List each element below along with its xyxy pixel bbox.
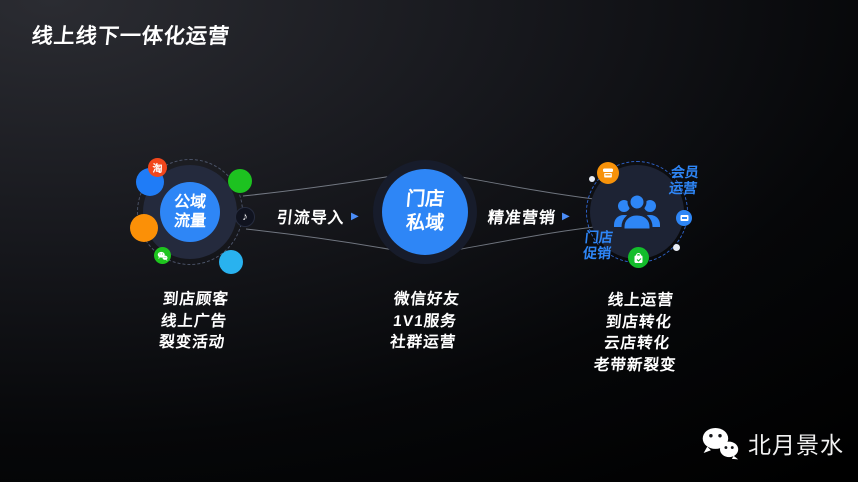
badge-member-operation-line2: 运营 [668, 180, 698, 196]
arrow-right-pointer-icon: ▶ [351, 210, 360, 222]
wechat-bubbles-icon [157, 251, 168, 260]
bullet-item: 微信好友 [393, 291, 461, 308]
store-private-bullets: 微信好友 1V1服务 社群运营 [352, 289, 498, 354]
arrow-traffic-import: 引流导入 ▶ [275, 204, 360, 228]
arrow-traffic-import-label: 引流导入 [275, 210, 346, 227]
bag-icon [634, 252, 643, 263]
badge-member-operation: 会员 运营 [662, 164, 705, 196]
store-icon [597, 162, 619, 184]
bullet-item: 1V1服务 [392, 312, 458, 330]
public-traffic-bullets: 到店顾客 线上广告 裂变活动 [121, 289, 267, 354]
watermark-text: 北月景水 [748, 432, 844, 458]
store-private-label-line1: 门店 [405, 189, 445, 210]
taobao-icon: 淘 [148, 158, 167, 177]
arrow-right-pointer-icon: ▶ [562, 210, 571, 222]
channel-dot-orange [130, 214, 158, 242]
bullet-item: 裂变活动 [158, 334, 226, 351]
channel-dot-cyan [219, 250, 243, 274]
badge-store-promotion-line1: 门店 [584, 229, 614, 245]
bullet-item: 社群运营 [389, 334, 457, 351]
page-title: 线上线下一体化运营 [30, 25, 232, 48]
douyin-icon: ♪ [235, 207, 255, 227]
bullet-item: 到店顾客 [162, 291, 230, 308]
bullet-item: 线上广告 [160, 312, 228, 330]
card-icon [676, 210, 692, 226]
members-group-icon [614, 192, 660, 232]
watermark: 北月景水 [700, 425, 844, 461]
shopping-bag-icon [628, 247, 649, 268]
badge-store-promotion: 门店 促销 [576, 229, 619, 261]
public-traffic-label-line2: 流量 [173, 213, 207, 230]
bullet-item: 到店转化 [605, 313, 673, 331]
arrow-precision-marketing-label: 精准营销 [486, 210, 557, 227]
storefront-icon [603, 168, 613, 178]
public-traffic-label-line1: 公域 [173, 194, 207, 211]
members-bullets: 线上运营 到店转化 云店转化 老带新裂变 [554, 290, 722, 376]
badge-member-operation-line1: 会员 [670, 164, 700, 180]
bullet-item: 线上运营 [607, 292, 675, 309]
taobao-glyph: 淘 [152, 164, 163, 175]
store-private-node: 门店 私域 [382, 169, 468, 255]
decor-dot-white [589, 176, 595, 182]
wechat-logo-icon [702, 428, 739, 460]
decor-dot-white [673, 244, 680, 251]
public-traffic-node: 公域 流量 [160, 182, 220, 242]
douyin-glyph: ♪ [242, 211, 248, 223]
wechat-icon [154, 247, 171, 264]
mini-card-icon [680, 215, 688, 221]
bullet-item: 云店转化 [603, 335, 671, 352]
channel-dot-green [228, 169, 252, 193]
store-private-label-line2: 私域 [405, 213, 445, 234]
bullet-item: 老带新裂变 [593, 356, 678, 374]
badge-store-promotion-line2: 促销 [582, 245, 612, 261]
arrow-precision-marketing: 精准营销 ▶ [486, 204, 571, 228]
